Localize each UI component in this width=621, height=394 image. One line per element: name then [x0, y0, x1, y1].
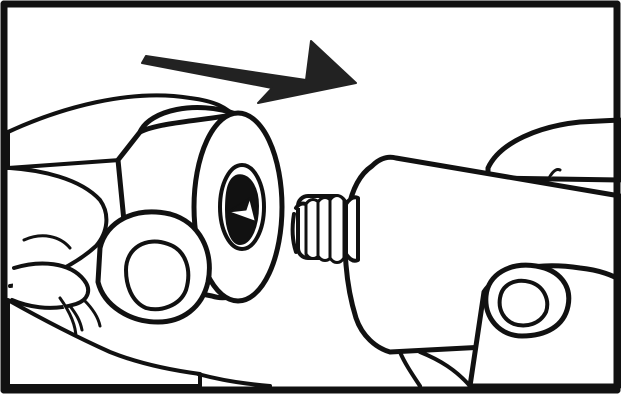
threaded-nozzle [293, 196, 346, 263]
left-thumb [98, 212, 209, 322]
